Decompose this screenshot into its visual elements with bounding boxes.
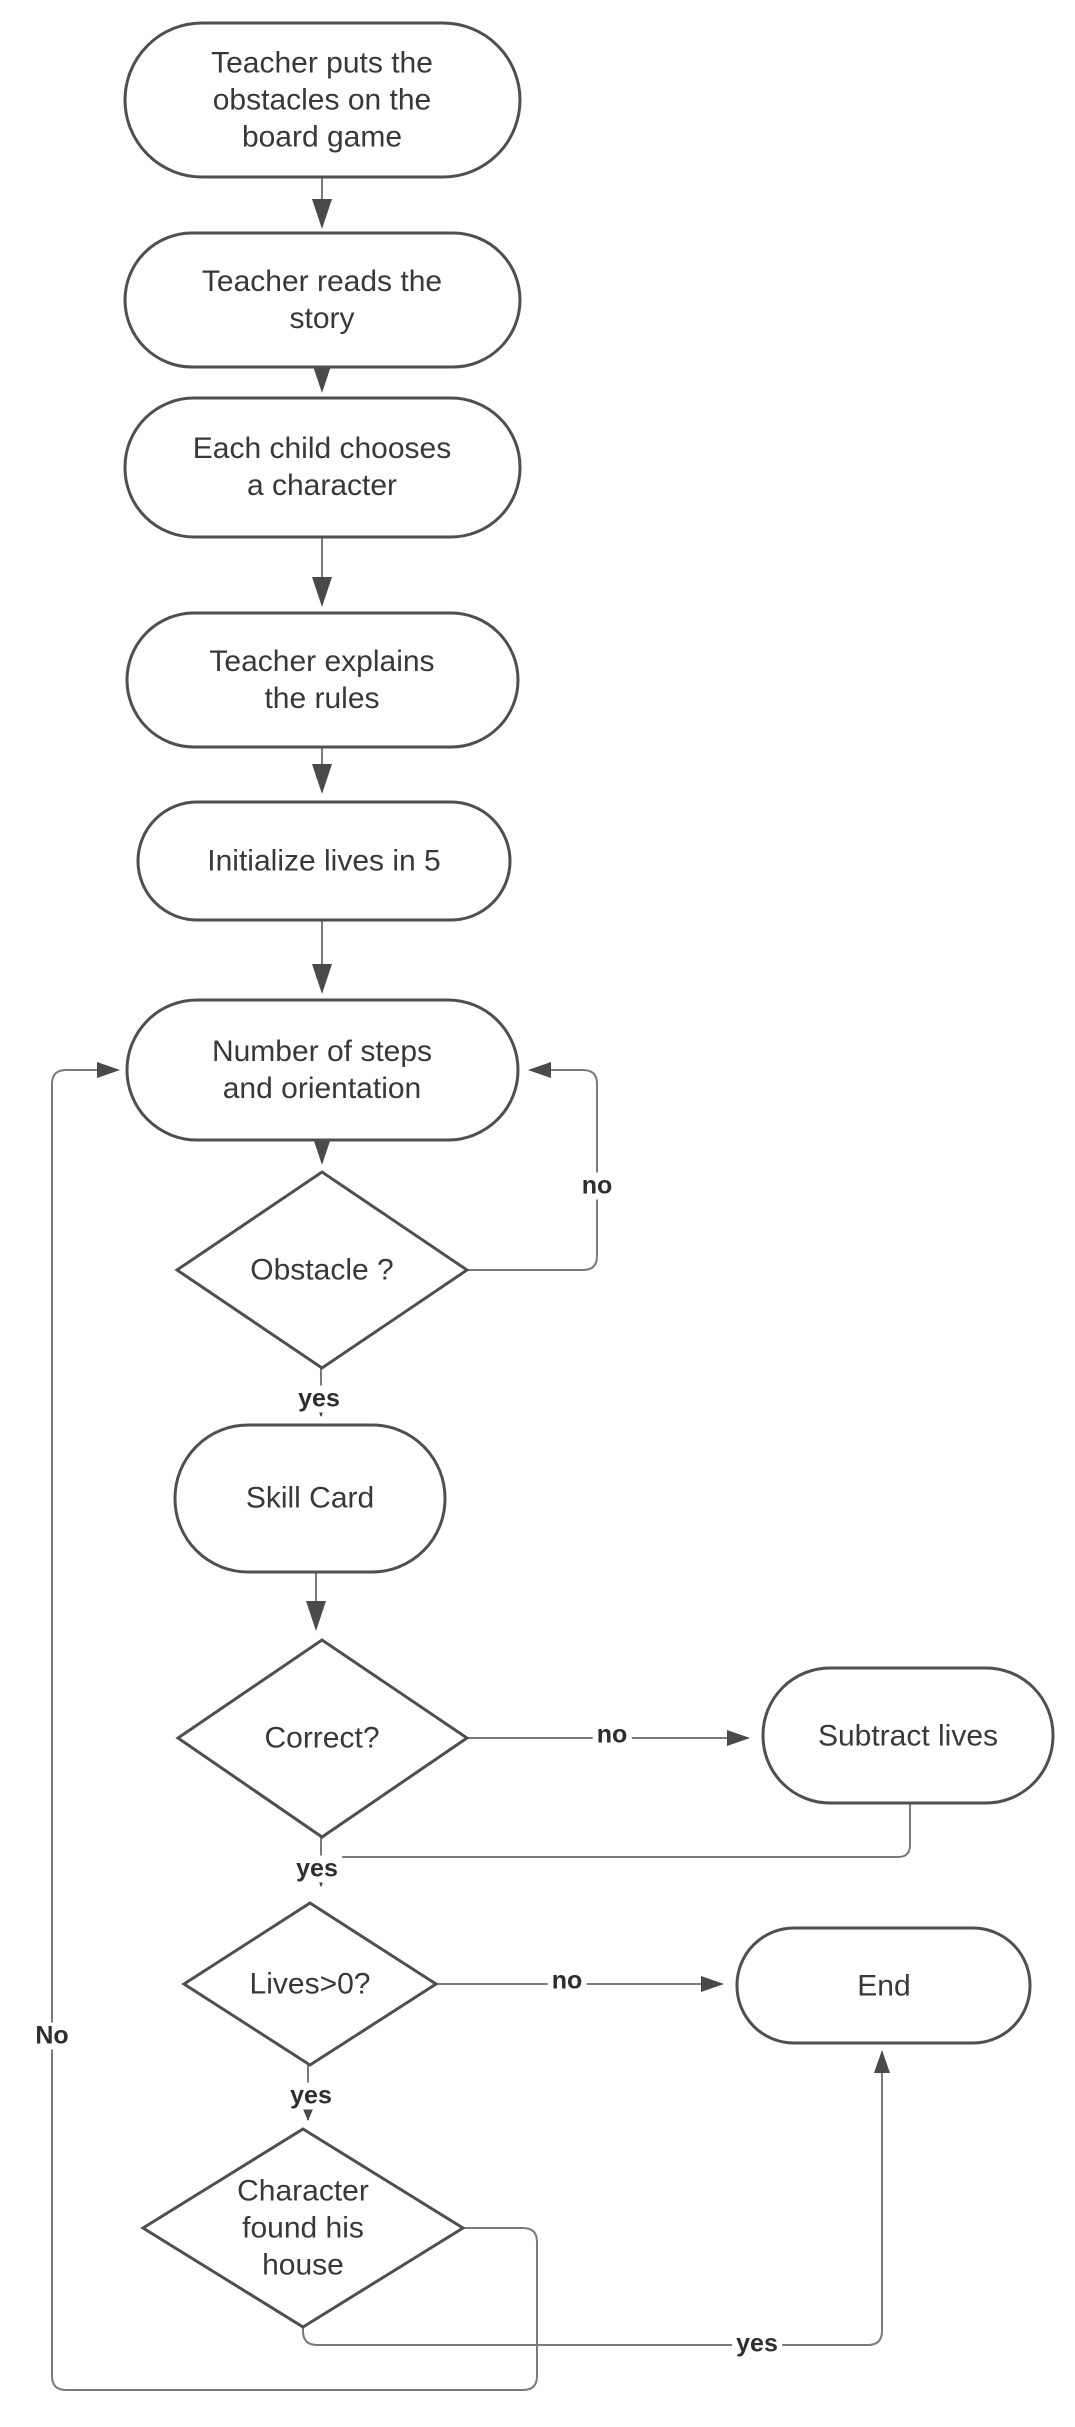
node-read-story-shape	[123, 231, 522, 369]
edge-character-found-no-loop	[51, 1062, 538, 2391]
edge-character-found-yes-to-end	[302, 2050, 890, 2346]
decision-character-found-shape	[140, 2127, 466, 2329]
node-subtract-lives-shape	[761, 1666, 1055, 1805]
decision-lives-shape	[181, 1901, 439, 2067]
edge-obstacle-no-loop	[467, 1062, 598, 1271]
decision-correct-shape	[175, 1638, 470, 1839]
node-steps-orientation-shape	[125, 998, 520, 1142]
node-choose-character-shape	[123, 396, 522, 539]
decision-obstacle-shape	[174, 1170, 470, 1370]
node-skill-card-shape	[173, 1423, 447, 1574]
node-explain-rules-shape	[125, 611, 520, 749]
edge-subtract-lives-return	[330, 1803, 911, 1858]
node-start-shape	[123, 21, 522, 179]
node-init-lives-shape	[136, 800, 512, 922]
node-end-shape	[735, 1926, 1032, 2045]
